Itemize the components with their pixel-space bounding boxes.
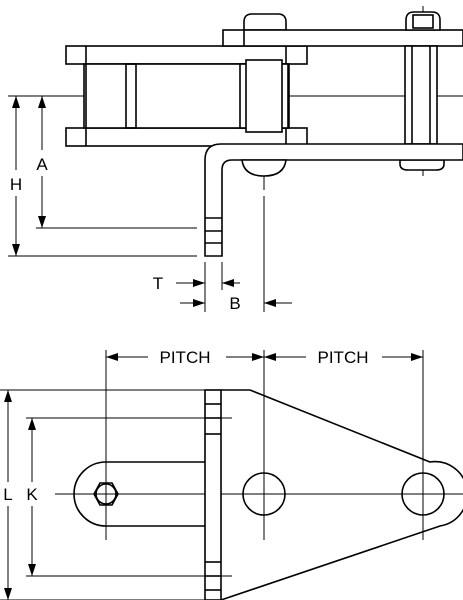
arrow: [38, 96, 46, 108]
bottom-view: PITCH PITCH L K: [0, 348, 463, 600]
right-pin-nut: [412, 14, 434, 29]
dim-label-k: K: [26, 485, 38, 504]
left-link-plate: [73, 461, 210, 527]
dim-label-b: B: [229, 294, 240, 313]
arrow: [264, 299, 276, 307]
dim-label-l: L: [3, 485, 12, 504]
arrow: [252, 353, 264, 361]
arrow: [4, 588, 12, 600]
dim-label-a: A: [36, 155, 48, 174]
left-pin-hex: [93, 482, 119, 506]
arrow: [4, 390, 12, 402]
attachment-plate-outline: [220, 389, 463, 600]
dim-label-h: H: [10, 175, 22, 194]
arrow: [38, 216, 46, 228]
arrow: [193, 279, 205, 287]
arrow: [12, 244, 20, 256]
right-pin-head: [405, 11, 441, 31]
arrow: [193, 299, 205, 307]
arrow: [28, 564, 36, 576]
arrow: [12, 96, 20, 108]
dim-label-pitch-right: PITCH: [318, 348, 369, 367]
attachment-plate-edge: [204, 389, 222, 600]
dim-label-pitch-left: PITCH: [160, 348, 211, 367]
arrow: [28, 418, 36, 430]
left-roller: [125, 63, 137, 129]
left-pin: [95, 483, 117, 505]
right-roller: [404, 45, 438, 145]
top-view: A H T B: [8, 6, 463, 313]
arrow: [264, 353, 276, 361]
arrow: [222, 279, 234, 287]
arrow: [411, 353, 423, 361]
middle-hole: [242, 472, 286, 516]
middle-pin-head: [243, 13, 287, 31]
right-pin-tail: [399, 159, 445, 171]
right-hole: [401, 472, 445, 516]
attachment-plate-bent: [204, 143, 463, 257]
middle-pin-tail: [241, 159, 287, 177]
dim-label-t: T: [153, 274, 163, 293]
middle-pin-body: [245, 59, 283, 133]
arrow: [106, 353, 118, 361]
right-link-upper-plate: [222, 29, 463, 47]
